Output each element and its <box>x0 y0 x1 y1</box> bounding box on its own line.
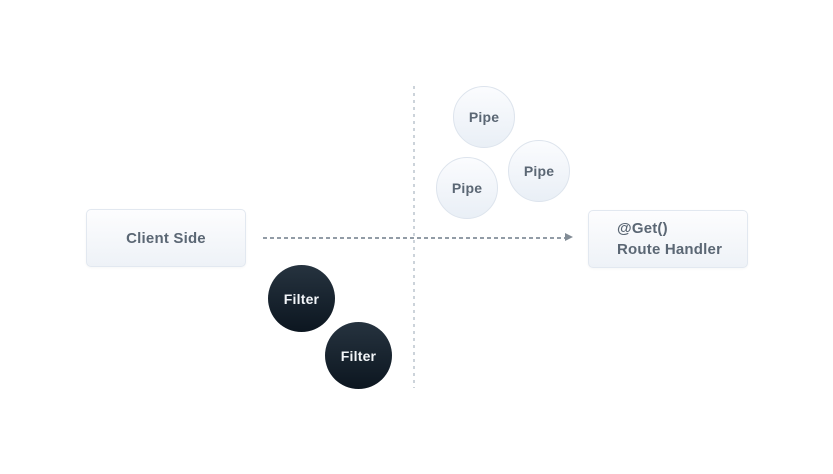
pipe-node: Pipe <box>453 86 515 148</box>
pipe-label: Pipe <box>451 180 483 196</box>
pipe-node: Pipe <box>436 157 498 219</box>
filter-label: Filter <box>340 347 377 364</box>
filter-node: Filter <box>268 265 335 332</box>
filter-label: Filter <box>283 290 320 307</box>
client-side-label: Client Side <box>126 229 206 247</box>
request-flow-arrowhead-icon <box>565 233 573 241</box>
pipe-label: Pipe <box>468 109 500 125</box>
pipe-label: Pipe <box>523 163 555 179</box>
client-side-node: Client Side <box>86 209 246 267</box>
route-handler-node: @Get() Route Handler <box>588 210 748 268</box>
route-handler-decorator-label: @Get() <box>617 220 668 237</box>
route-handler-label: Route Handler <box>617 241 723 258</box>
pipe-node: Pipe <box>508 140 570 202</box>
request-flow-arrow-line <box>263 237 565 239</box>
filter-node: Filter <box>325 322 392 389</box>
